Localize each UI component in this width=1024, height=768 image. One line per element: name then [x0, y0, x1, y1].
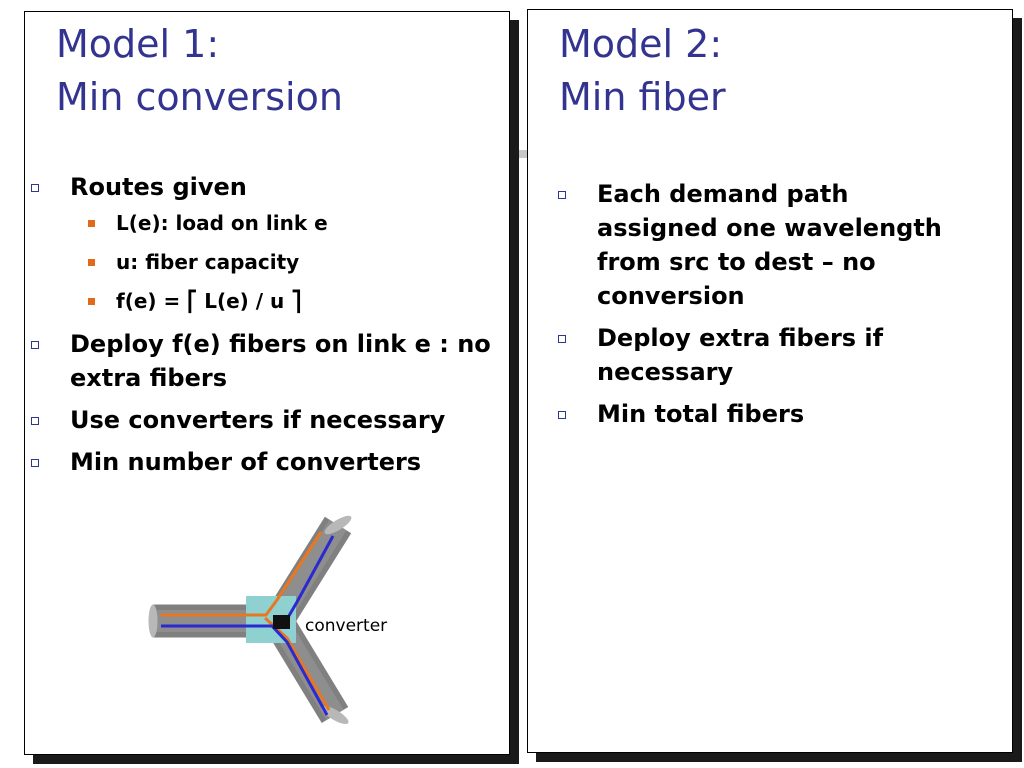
orange-square-bullet-icon	[88, 220, 95, 227]
subbullet-capacity: u: fiber capacity	[88, 249, 500, 275]
bullet-each-demand-path: Each demand path assigned one wavelength…	[558, 177, 957, 313]
square-bullet-icon	[558, 411, 566, 419]
square-bullet-icon	[31, 184, 39, 192]
bullet-min-total-fibers: Min total fibers	[558, 397, 957, 431]
bullet-routes-given: Routes given	[31, 170, 500, 204]
bullet-text: Deploy f(e) fibers on link e : no extra …	[70, 330, 491, 392]
subbullet-text: u: fiber capacity	[116, 250, 300, 274]
bullet-text: Deploy extra fibers if necessary	[597, 324, 884, 386]
bullet-deploy-extra-fibers: Deploy extra fibers if necessary	[558, 321, 957, 389]
model-2-title: Model 2: Min fiber	[559, 18, 726, 124]
square-bullet-icon	[31, 417, 39, 425]
fiber-junction-diagram: converter	[148, 515, 387, 725]
bullet-deploy-fibers: Deploy f(e) fibers on link e : no extra …	[31, 327, 500, 395]
model-1-title-line2: Min conversion	[56, 75, 343, 119]
orange-square-bullet-icon	[88, 298, 95, 305]
model-2-title-line2: Min fiber	[559, 75, 726, 119]
converter-box-icon	[273, 615, 290, 629]
subbullet-formula: f(e) = ⎡ L(e) / u ⎤	[88, 288, 500, 314]
model-1-title: Model 1: Min conversion	[56, 18, 343, 124]
model-2-panel: Model 2: Min fiber Each demand path assi…	[527, 9, 1013, 753]
blue-lightpath	[161, 624, 329, 716]
model-1-title-line1: Model 1:	[56, 22, 220, 66]
subbullet-group: L(e): load on link e u: fiber capacity f…	[70, 210, 500, 314]
bullet-text: Use converters if necessary	[70, 406, 446, 434]
model-1-panel: Model 1: Min conversion Routes given L(e…	[24, 11, 510, 755]
bullet-text: Routes given	[70, 173, 247, 201]
square-bullet-icon	[31, 459, 39, 467]
subbullet-load: L(e): load on link e	[88, 210, 500, 236]
model-2-title-line1: Model 2:	[559, 22, 723, 66]
converter-label: converter	[305, 616, 387, 636]
subbullet-text: L(e): load on link e	[116, 211, 328, 235]
bullet-text: Min total fibers	[597, 400, 805, 428]
bullet-use-converters: Use converters if necessary	[31, 403, 500, 437]
square-bullet-icon	[558, 335, 566, 343]
bullet-text: Min number of converters	[70, 448, 422, 476]
subbullet-text: f(e) = ⎡ L(e) / u ⎤	[116, 289, 302, 313]
model-2-bullet-list: Each demand path assigned one wavelength…	[558, 177, 957, 439]
square-bullet-icon	[558, 191, 566, 199]
model-1-bullet-list: Routes given L(e): load on link e u: fib…	[31, 170, 500, 487]
subbullet-list: L(e): load on link e u: fiber capacity f…	[88, 210, 500, 314]
background-bar	[500, 150, 540, 158]
orange-square-bullet-icon	[88, 259, 95, 266]
orange-lightpath	[161, 531, 323, 617]
bullet-text: Each demand path assigned one wavelength…	[597, 180, 942, 310]
bullet-min-converters: Min number of converters	[31, 445, 500, 479]
square-bullet-icon	[31, 341, 39, 349]
